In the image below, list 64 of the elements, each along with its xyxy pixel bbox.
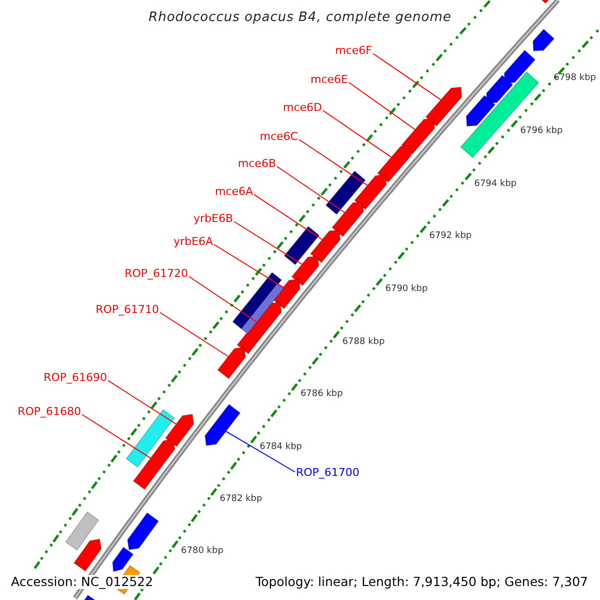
- gene-label: mce6B: [238, 158, 276, 168]
- leader-line: [254, 194, 323, 240]
- leader-line: [276, 166, 346, 213]
- scale-label: 6794 kbp: [474, 180, 517, 189]
- gene-feature: [532, 28, 555, 52]
- leader-line: [82, 414, 151, 459]
- leader-line: [348, 82, 416, 130]
- gene-label: mce6D: [283, 102, 322, 112]
- gene-label: yrbE6A: [174, 236, 213, 246]
- scale-label: 6792 kbp: [429, 232, 472, 242]
- feature-bar: [325, 170, 366, 215]
- gene-feature: [332, 201, 364, 238]
- leader-line: [214, 244, 284, 288]
- gene-feature: [112, 546, 134, 572]
- gene-label: ROP_61690: [44, 372, 107, 382]
- title: Rhodococcus opacus B4, complete genome: [148, 11, 452, 24]
- scale-label: 6788 kbp: [342, 338, 385, 347]
- gene-feature: [127, 512, 160, 550]
- gene-feature: [217, 346, 246, 380]
- gene-feature: [236, 302, 282, 354]
- gene-feature: [486, 74, 514, 104]
- gene-feature: [291, 256, 320, 286]
- summary-text: Topology: linear; Length: 7,913,450 bp; Genes: 7,307: [254, 574, 590, 590]
- leader-line: [160, 312, 229, 357]
- gene-feature: [73, 538, 102, 572]
- leader-line: [298, 139, 368, 186]
- gene-feature: [204, 404, 241, 446]
- gene-label: mce6F: [335, 44, 372, 56]
- scale-label: 6786 kbp: [300, 390, 343, 400]
- gene-label: ROP_61680: [18, 406, 81, 416]
- leader-line: [225, 430, 296, 472]
- gene-feature: [377, 145, 412, 183]
- leader-line: [108, 380, 177, 425]
- scale-label: 6798 kbp: [554, 74, 596, 83]
- gene-feature: [401, 118, 435, 155]
- gene-label: mce6E: [310, 74, 348, 84]
- feature-bar: [240, 282, 284, 334]
- gene-feature: [504, 50, 536, 84]
- gene-label: ROP_61710: [96, 304, 159, 314]
- gene-feature: [425, 86, 462, 127]
- gene-feature: [132, 438, 176, 490]
- gene-label: mce6C: [260, 130, 298, 142]
- leader-line: [372, 53, 442, 100]
- accession-text: Accession: NC_012522: [9, 574, 156, 590]
- gene-label: ROP_61720: [124, 268, 188, 278]
- leader-line: [188, 276, 256, 322]
- scale-label: 6796 kbp: [520, 126, 563, 136]
- scale-label: 6790 kbp: [385, 284, 428, 294]
- feature-bar: [65, 511, 100, 551]
- gene-feature: [272, 278, 300, 310]
- gene-feature: [354, 174, 387, 210]
- gene-label: ROP_61700: [296, 466, 360, 478]
- feature-bar: [284, 226, 320, 266]
- gene-feature: [466, 94, 496, 127]
- gene-label: mce6A: [214, 186, 253, 196]
- scale-label: 6780 kbp: [181, 547, 224, 556]
- leader-line: [234, 221, 302, 265]
- gene-label: yrbE6B: [193, 212, 233, 224]
- scale-label: 6782 kbp: [220, 494, 262, 504]
- feature-bar: [126, 409, 175, 468]
- gene-feature: [164, 414, 194, 448]
- scale-label: 6784 kbp: [260, 442, 302, 452]
- leader-line: [322, 110, 392, 158]
- gene-feature: [310, 230, 341, 264]
